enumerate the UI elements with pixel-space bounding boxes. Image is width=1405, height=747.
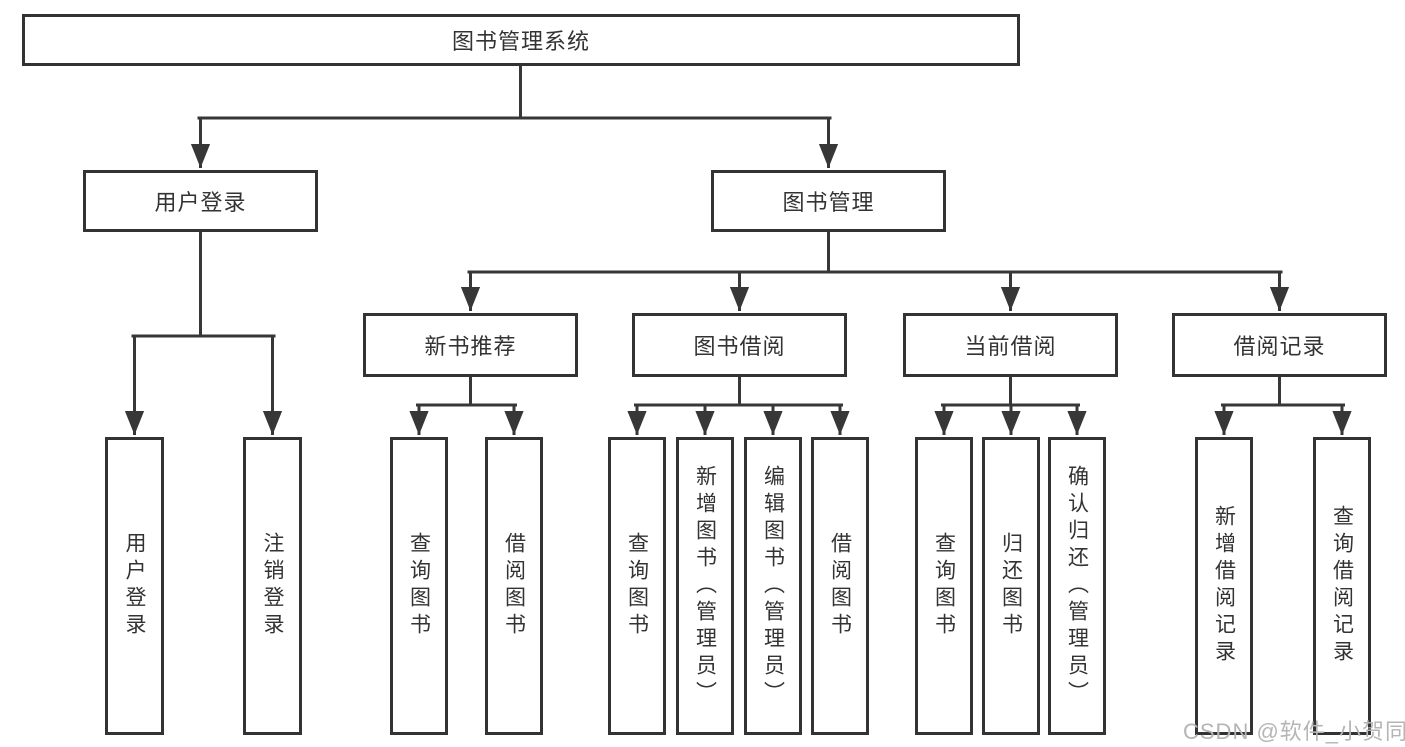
connector-backbones <box>131 63 1345 407</box>
leaf-newbooks-query-books-label: 查询图书 <box>407 532 431 640</box>
leaf-records-query-record-label: 查询借阅记录 <box>1330 505 1354 667</box>
leaf-user-login: 用户登录 <box>105 437 164 735</box>
node-book-management: 图书管理 <box>711 170 946 232</box>
leaf-current-query-books-label: 查询图书 <box>932 532 956 640</box>
node-borrow-records-label: 借阅记录 <box>1233 334 1326 359</box>
leaf-current-return-books: 归还图书 <box>982 437 1040 735</box>
node-current-borrowing: 当前借阅 <box>903 313 1118 377</box>
csdn-watermark: CSDN @软件_小贺同学 <box>1183 719 1405 744</box>
node-library-system: 图书管理系统 <box>22 14 1020 66</box>
leaf-logout-label: 注销登录 <box>261 532 284 640</box>
leaf-borrowing-borrow-books-label: 借阅图书 <box>828 532 852 640</box>
node-user-login: 用户登录 <box>83 170 318 232</box>
leaf-records-add-record: 新增借阅记录 <box>1195 437 1253 735</box>
node-current-borrowing-label: 当前借阅 <box>964 334 1057 359</box>
node-book-borrowing: 图书借阅 <box>632 313 847 377</box>
node-new-book-recommend-label: 新书推荐 <box>424 334 517 359</box>
leaf-newbooks-borrow-books: 借阅图书 <box>485 437 543 735</box>
leaf-current-return-books-label: 归还图书 <box>999 532 1023 640</box>
leaf-logout: 注销登录 <box>243 437 302 735</box>
leaf-user-login-label: 用户登录 <box>123 532 146 640</box>
leaf-current-confirm-return-admin: 确认归还（管理员） <box>1048 437 1106 735</box>
leaf-borrowing-query-books: 查询图书 <box>608 437 666 735</box>
connector-arrows <box>124 118 1352 435</box>
leaf-records-query-record: 查询借阅记录 <box>1313 437 1371 735</box>
leaf-borrowing-edit-books-admin: 编辑图书（管理员） <box>744 437 802 735</box>
leaf-borrowing-query-books-label: 查询图书 <box>625 532 649 640</box>
leaf-borrowing-borrow-books: 借阅图书 <box>811 437 869 735</box>
leaf-borrowing-add-books-admin: 新增图书（管理员） <box>676 437 734 735</box>
node-borrow-records: 借阅记录 <box>1172 313 1387 377</box>
leaf-borrowing-edit-books-admin-label: 编辑图书（管理员） <box>761 464 785 708</box>
leaf-newbooks-borrow-books-label: 借阅图书 <box>502 532 526 640</box>
node-book-management-label: 图书管理 <box>782 190 875 215</box>
node-book-borrowing-label: 图书借阅 <box>693 334 786 359</box>
leaf-current-confirm-return-admin-label: 确认归还（管理员） <box>1065 464 1089 708</box>
leaf-newbooks-query-books: 查询图书 <box>390 437 448 735</box>
leaf-borrowing-add-books-admin-label: 新增图书（管理员） <box>693 464 717 708</box>
node-new-book-recommend: 新书推荐 <box>363 313 578 377</box>
node-library-system-label: 图书管理系统 <box>451 29 590 54</box>
leaf-current-query-books: 查询图书 <box>915 437 973 735</box>
leaf-records-add-record-label: 新增借阅记录 <box>1212 505 1236 667</box>
node-user-login-label: 用户登录 <box>154 190 247 215</box>
